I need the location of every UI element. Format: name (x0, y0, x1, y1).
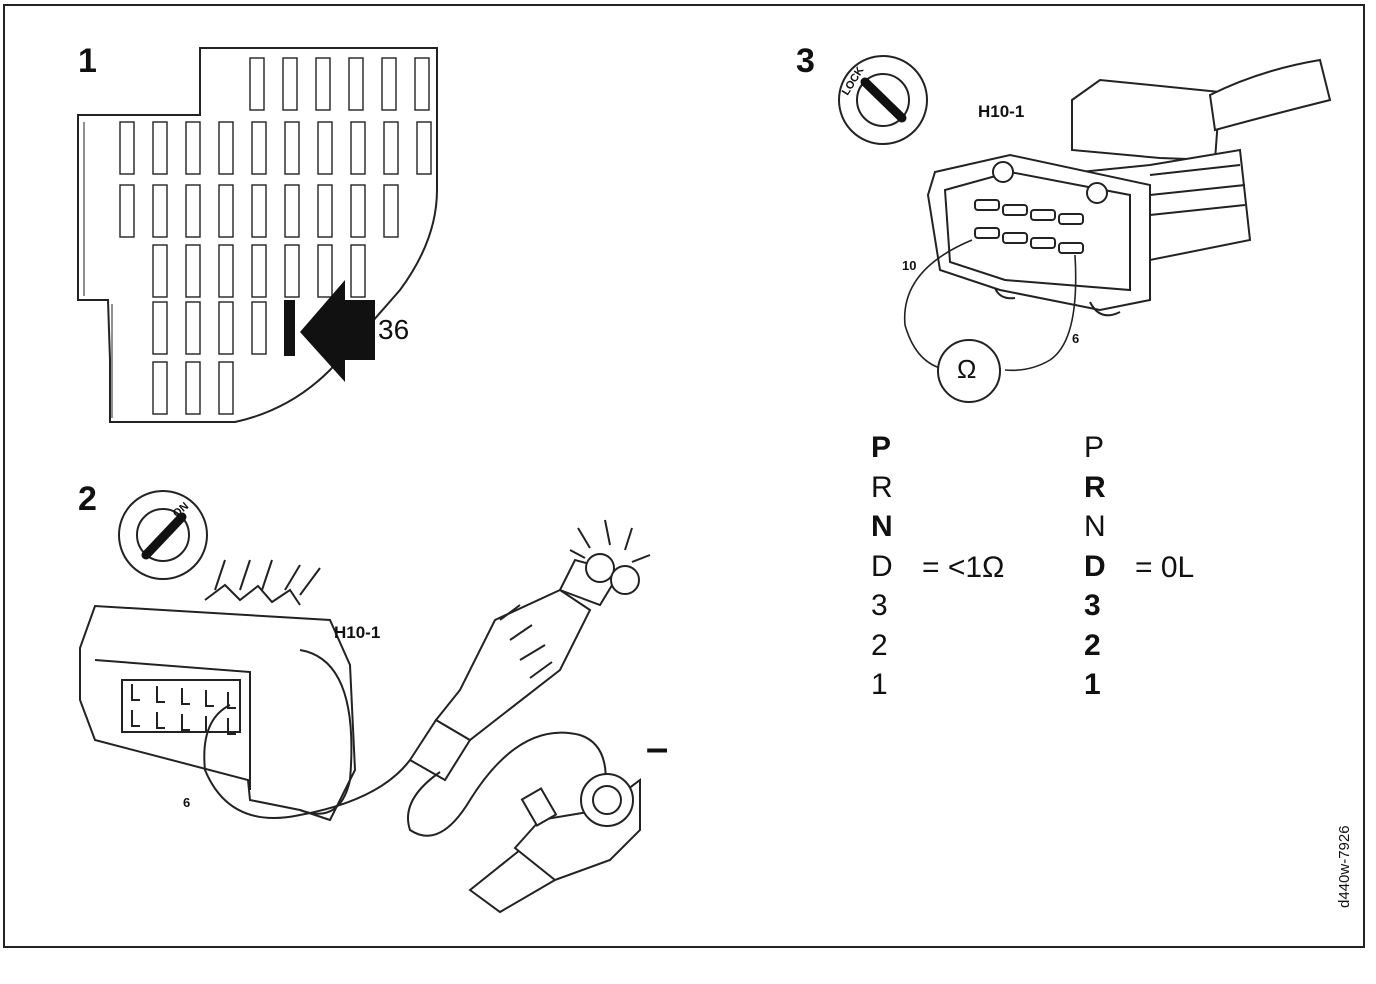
fuse (185, 121, 201, 175)
gear-right-P: P (1084, 431, 1105, 464)
fuse (416, 121, 432, 175)
fuse (152, 361, 168, 415)
fuse-grid (119, 57, 432, 415)
fuse (317, 184, 333, 238)
gear-left-3: 3 (871, 589, 888, 622)
fuse (185, 244, 201, 298)
test-lamp (203, 519, 651, 837)
fuse (218, 121, 234, 175)
fuse-36 (284, 300, 295, 356)
fuse (152, 121, 168, 175)
fuse (249, 57, 265, 111)
fuse (185, 301, 201, 355)
fuse (381, 57, 397, 111)
figure-frame (3, 4, 1365, 948)
fuse (348, 57, 364, 111)
step-2-label: 2 (78, 480, 97, 518)
gear-right-N: N (1084, 510, 1106, 543)
reference-code: d440w-7926 (1336, 825, 1353, 908)
fuse (284, 244, 300, 298)
connector-label-panel2: H10-1 (334, 623, 381, 642)
gear-right-1: 1 (1084, 668, 1101, 701)
fuse (383, 184, 399, 238)
fuse (317, 121, 333, 175)
gear-left-D: D (871, 549, 893, 583)
fuse (414, 57, 430, 111)
ignition-switch-on (118, 490, 208, 580)
fuse (152, 244, 168, 298)
fuse (284, 121, 300, 175)
connector-pins (131, 684, 236, 735)
fuse (152, 184, 168, 238)
gear-right-D: D (1084, 549, 1106, 583)
fuse (383, 121, 399, 175)
indicator-arrow (300, 280, 375, 382)
gear-left-R: R (871, 470, 893, 504)
fuse (350, 244, 366, 298)
pin-10-label: 10 (902, 258, 917, 273)
fuse (218, 184, 234, 238)
step-1-label: 1 (78, 42, 97, 80)
fuse (218, 301, 234, 355)
fuse (251, 301, 267, 355)
fuse (251, 121, 267, 175)
connector-h10-1-rear (926, 58, 1332, 317)
pin-6-label-panel3: 6 (1072, 331, 1080, 346)
gear-right-3: 3 (1084, 589, 1101, 622)
ohm-symbol: Ω (957, 354, 977, 384)
fuse (284, 184, 300, 238)
fuse (315, 57, 331, 111)
fuse (152, 301, 168, 355)
fuse (350, 184, 366, 238)
gear-right-R: R (1084, 470, 1106, 504)
connector-h10-1-front (79, 559, 357, 822)
ground-symbol: – (646, 726, 669, 770)
fuse (317, 244, 333, 298)
pin-6-label-panel2: 6 (183, 795, 191, 810)
fuse-number-label: 36 (378, 314, 410, 345)
fuse-box (77, 47, 438, 423)
gear-left-P: P (871, 431, 892, 464)
fuse (251, 184, 267, 238)
fuse (218, 244, 234, 298)
fuse (119, 121, 135, 175)
rear-connector-pins (974, 199, 1084, 254)
gear-left-N: N (871, 510, 893, 543)
fuse (185, 184, 201, 238)
fuse (282, 57, 298, 111)
gear-left-2: 2 (871, 628, 888, 662)
step-3-label: 3 (796, 42, 815, 80)
fuse (185, 361, 201, 415)
ohmmeter (903, 239, 1077, 403)
fuse (350, 121, 366, 175)
connector-label-panel3: H10-1 (978, 102, 1025, 121)
fuse (119, 184, 135, 238)
gear-left-1: 1 (871, 668, 888, 701)
gear-right-2: 2 (1084, 628, 1101, 662)
fuse (218, 361, 234, 415)
fuse (251, 244, 267, 298)
ground-terminal (468, 773, 641, 914)
result-left: = <1Ω (922, 551, 1005, 584)
ignition-switch-lock (838, 55, 928, 145)
result-right: = 0L (1135, 551, 1195, 584)
